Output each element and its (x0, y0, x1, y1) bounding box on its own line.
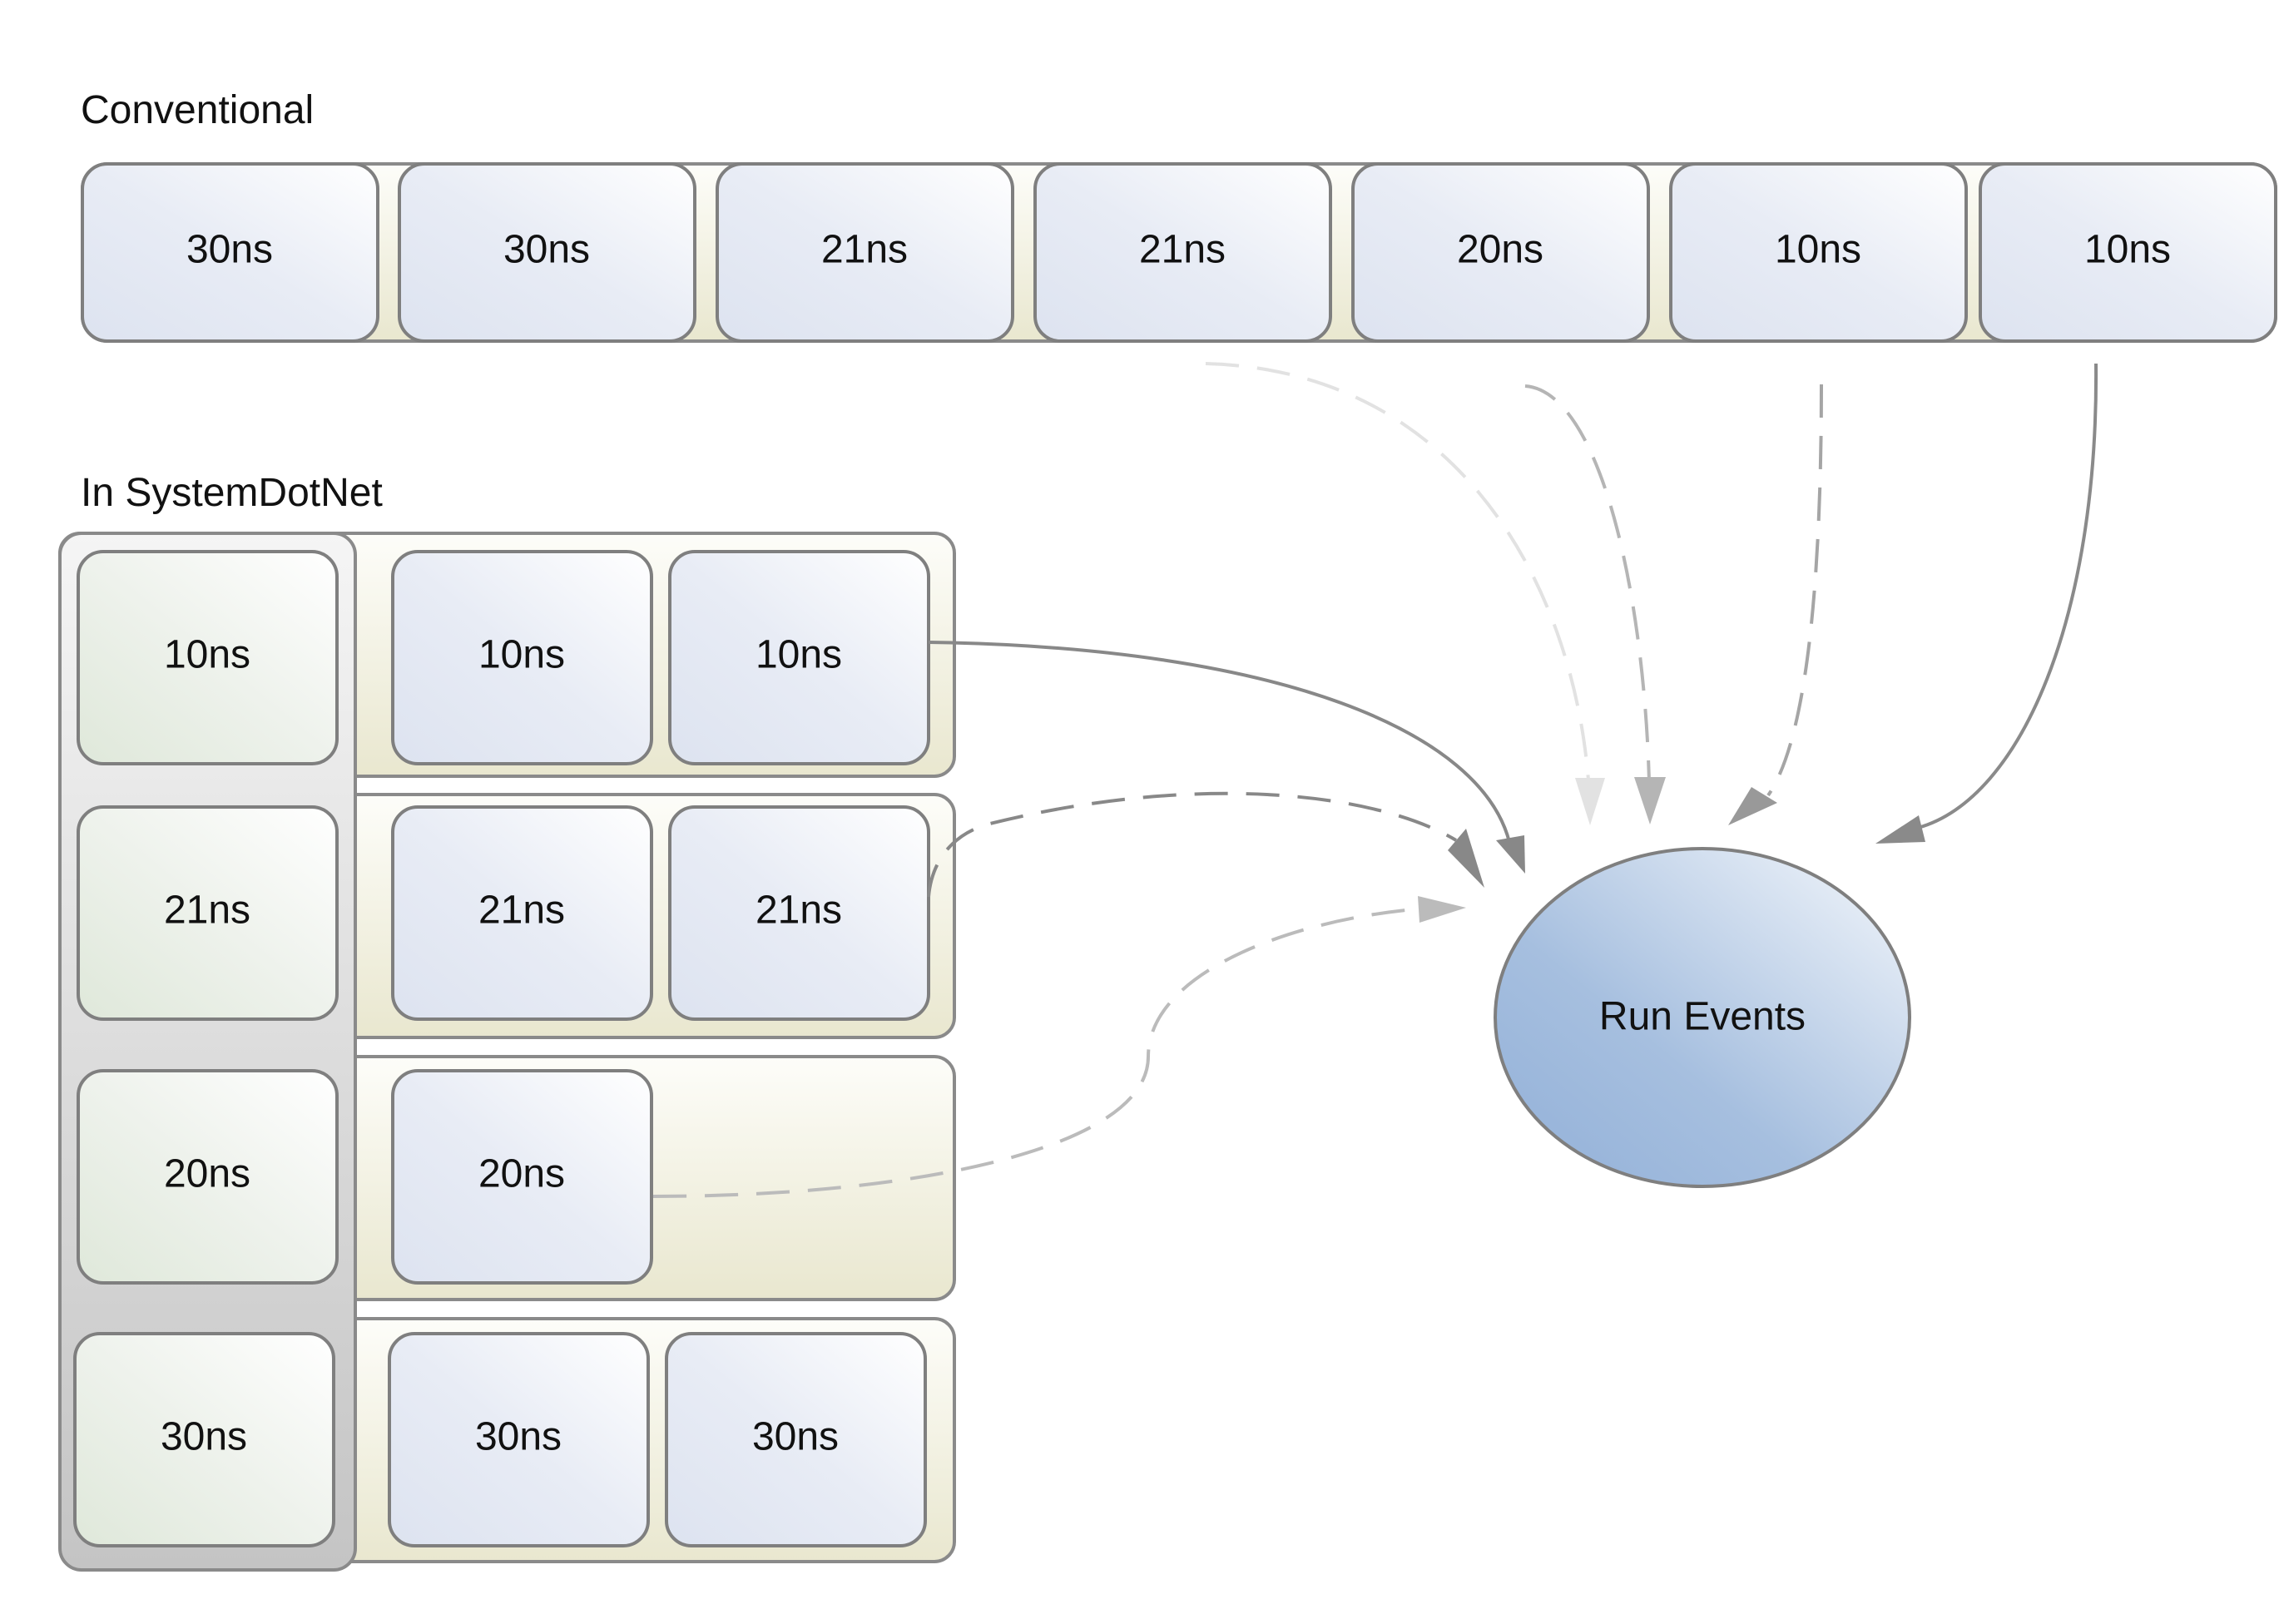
row-30ns-event-2-label: 30ns (752, 1415, 839, 1459)
time-head-20ns: 20ns (77, 1069, 339, 1285)
edge-conv-20ns-arrowhead (1634, 777, 1666, 824)
row-10ns-event-1: 10ns (391, 550, 653, 765)
conventional-event-5-label: 20ns (1457, 228, 1543, 272)
conventional-event-3-label: 21ns (821, 228, 908, 272)
time-head-10ns: 10ns (77, 550, 339, 765)
row-10ns-event-1-label: 10ns (478, 633, 565, 677)
row-10ns-event-2-label: 10ns (756, 633, 842, 677)
time-head-21ns: 21ns (77, 805, 339, 1021)
conventional-event-6: 10ns (1669, 162, 1968, 343)
row-10ns-event-2: 10ns (668, 550, 930, 765)
row-20ns-event-1: 20ns (391, 1069, 653, 1285)
conventional-event-1: 30ns (81, 162, 379, 343)
conventional-event-2-label: 30ns (503, 228, 590, 272)
row-30ns-event-1: 30ns (388, 1332, 650, 1547)
time-head-20ns-label: 20ns (164, 1152, 250, 1196)
conventional-event-7: 10ns (1979, 162, 2277, 343)
time-head-10ns-label: 10ns (164, 633, 250, 677)
row-21ns-event-2-label: 21ns (756, 889, 842, 933)
conventional-event-6-label: 10ns (1775, 228, 1861, 272)
edge-conv-10ns-a-arrowhead (1728, 787, 1777, 825)
edge-conv-21ns (1205, 362, 1590, 781)
run-events-label: Run Events (1599, 995, 1806, 1039)
row-30ns-event-1-label: 30ns (475, 1415, 562, 1459)
conventional-event-2: 30ns (398, 162, 696, 343)
edge-row-21ns-arrowhead (1448, 829, 1484, 888)
edge-conv-10ns-b (1917, 363, 2098, 829)
edge-row-10ns (928, 641, 1511, 843)
run-events-node: Run Events (1494, 847, 1911, 1188)
time-head-30ns-label: 30ns (161, 1415, 247, 1459)
conventional-event-1-label: 30ns (186, 228, 273, 272)
row-30ns-event-2: 30ns (665, 1332, 927, 1547)
systemdotnet-title: In SystemDotNet (81, 471, 383, 515)
edge-row-20ns-arrowhead (1418, 896, 1466, 923)
edge-conv-10ns-a (1766, 384, 1823, 797)
edge-conv-20ns (1524, 384, 1651, 781)
row-20ns-event-1-label: 20ns (478, 1152, 565, 1196)
row-21ns-event-2: 21ns (668, 805, 930, 1021)
time-head-21ns-label: 21ns (164, 889, 250, 933)
row-21ns-event-1-label: 21ns (478, 889, 565, 933)
row-21ns-event-1: 21ns (391, 805, 653, 1021)
edge-row-10ns-arrowhead (1496, 835, 1525, 874)
conventional-event-4: 21ns (1033, 162, 1332, 343)
edge-conv-21ns-arrowhead (1575, 778, 1605, 825)
conventional-event-4-label: 21ns (1139, 228, 1226, 272)
conventional-event-3: 21ns (716, 162, 1014, 343)
time-head-column (58, 532, 357, 1572)
edge-row-21ns (927, 791, 1458, 898)
edge-conv-10ns-b-arrowhead (1875, 815, 1925, 844)
conventional-title: Conventional (81, 88, 314, 132)
time-head-30ns: 30ns (73, 1332, 335, 1547)
conventional-event-5: 20ns (1351, 162, 1650, 343)
edge-row-20ns (652, 907, 1424, 1198)
conventional-event-7-label: 10ns (2084, 228, 2171, 272)
